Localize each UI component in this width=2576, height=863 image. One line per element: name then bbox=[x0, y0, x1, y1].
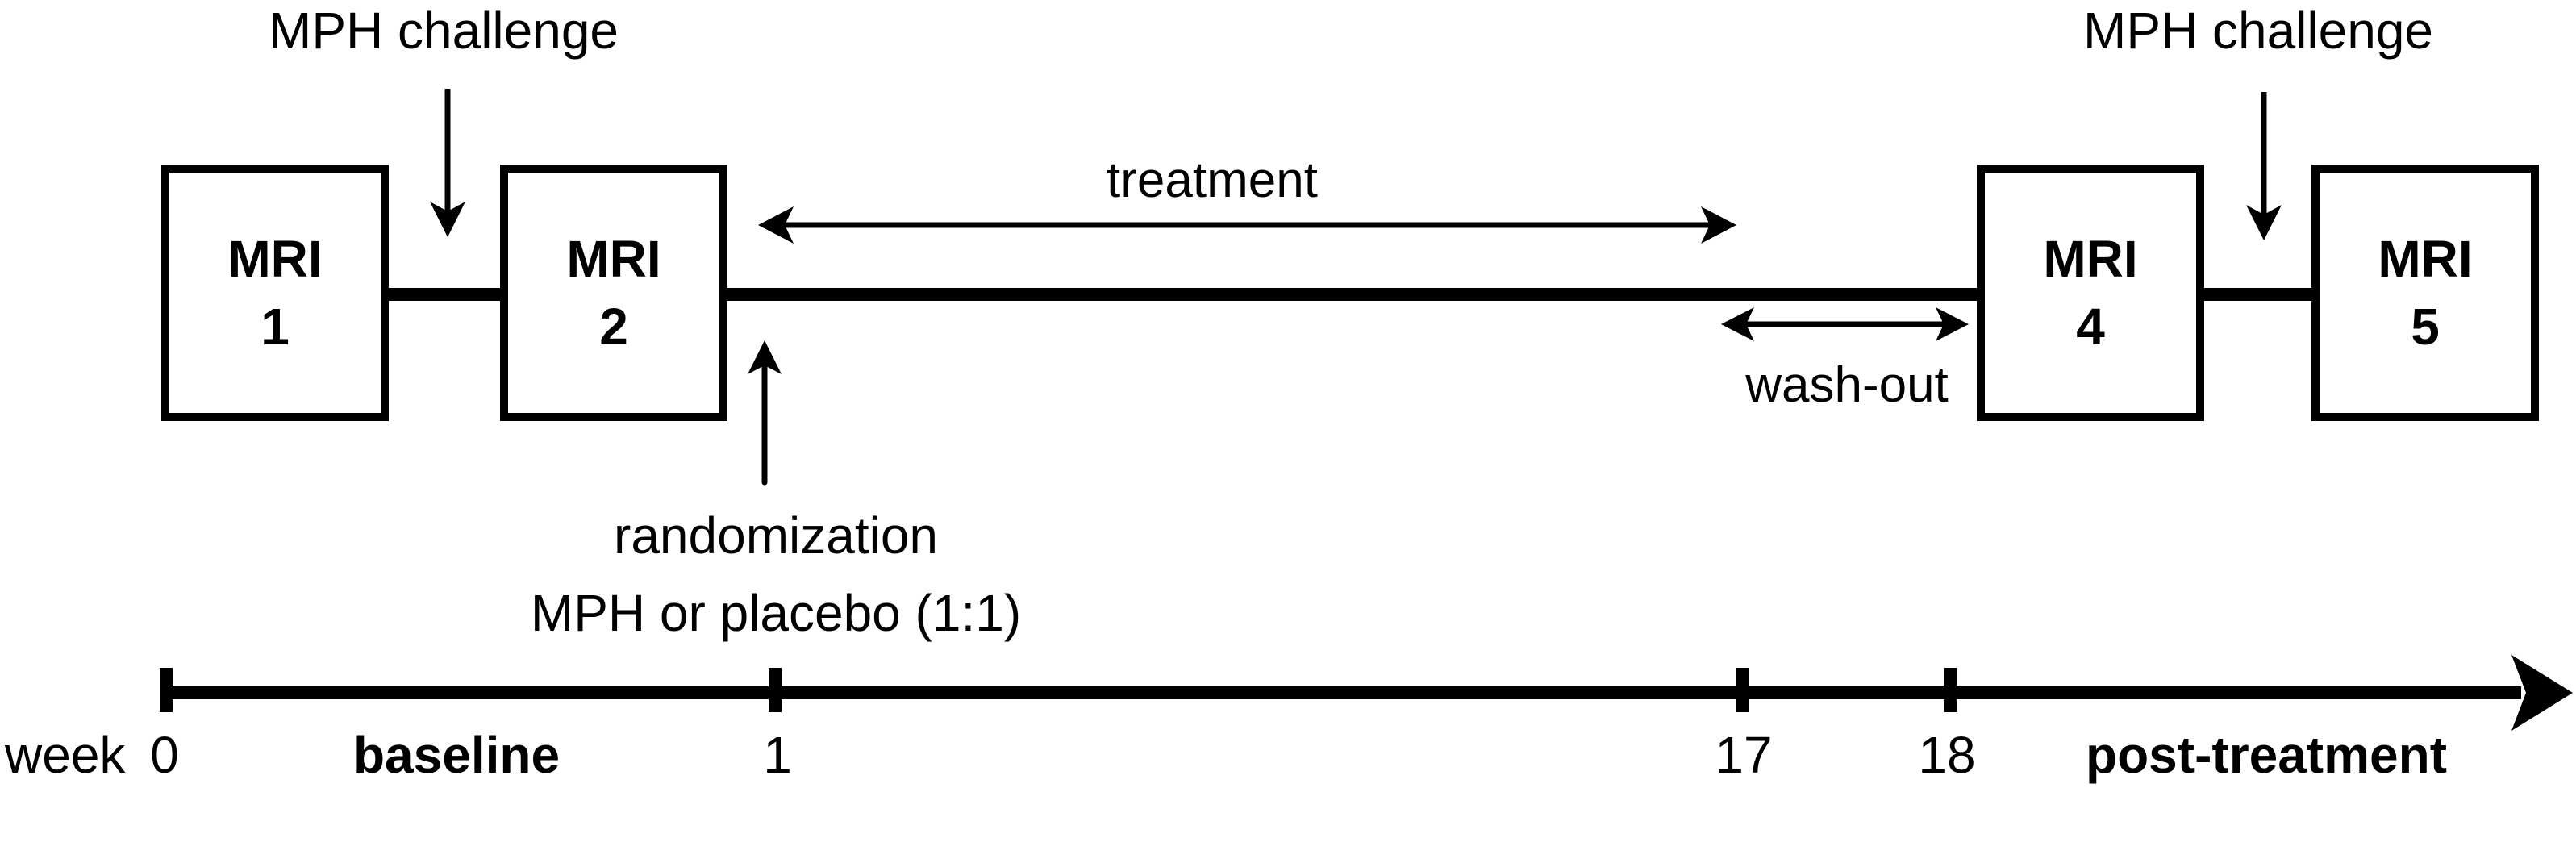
randomization-label-line1: randomization bbox=[614, 507, 938, 565]
mri-2-box: MRI 2 bbox=[500, 165, 727, 421]
baseline-phase-label: baseline bbox=[352, 726, 561, 784]
washout-arrowhead-right-icon bbox=[1936, 307, 1969, 341]
mri-1-box: MRI 1 bbox=[161, 165, 389, 421]
mri-2-number: 2 bbox=[599, 298, 628, 356]
week-17-label: 17 bbox=[1715, 726, 1773, 784]
mri-1-label: MRI bbox=[227, 230, 323, 288]
post-treatment-phase-label: post-treatment bbox=[2085, 726, 2448, 784]
week-1-label: 1 bbox=[763, 726, 792, 784]
washout-label: wash-out bbox=[1745, 357, 1949, 413]
tick-week-1 bbox=[769, 668, 782, 712]
washout-arrowhead-left-icon bbox=[1721, 307, 1754, 341]
connector-mri1-mri2 bbox=[386, 288, 506, 301]
mri-1-number: 1 bbox=[261, 298, 290, 356]
mri-4-label: MRI bbox=[2043, 230, 2138, 288]
tick-week-0 bbox=[160, 668, 173, 712]
mri-5-box: MRI 5 bbox=[2311, 165, 2539, 421]
treatment-arrowhead-left-icon bbox=[758, 206, 794, 244]
mri-5-label: MRI bbox=[2378, 230, 2473, 288]
mri-5-number: 5 bbox=[2411, 298, 2440, 356]
timeline-arrowhead-icon bbox=[2511, 655, 2573, 731]
timeline-axis bbox=[160, 686, 2521, 699]
randomization-arrowhead-icon bbox=[748, 340, 782, 374]
mph-challenge-right-arrowhead-icon bbox=[2246, 205, 2282, 240]
week-axis-label: week bbox=[5, 726, 126, 784]
connector-mri4-mri5 bbox=[2197, 288, 2318, 301]
week-0-label: 0 bbox=[150, 726, 179, 784]
randomization-label-line2: MPH or placebo (1:1) bbox=[530, 584, 1022, 642]
mph-challenge-right-label: MPH challenge bbox=[2083, 2, 2433, 60]
treatment-arrowhead-right-icon bbox=[1701, 206, 1736, 244]
week-18-label: 18 bbox=[1918, 726, 1976, 784]
mri-4-box: MRI 4 bbox=[1977, 165, 2204, 421]
tick-week-17 bbox=[1736, 668, 1749, 712]
mri-4-number: 4 bbox=[2076, 298, 2105, 356]
connector-mri2-mri4 bbox=[721, 288, 1984, 301]
tick-week-18 bbox=[1944, 668, 1957, 712]
mri-2-label: MRI bbox=[566, 230, 661, 288]
mph-challenge-left-label: MPH challenge bbox=[269, 2, 619, 60]
randomization-label: randomization MPH or placebo (1:1) bbox=[531, 497, 1021, 652]
mph-challenge-left-arrowhead-icon bbox=[430, 202, 465, 237]
treatment-label: treatment bbox=[1107, 152, 1318, 208]
